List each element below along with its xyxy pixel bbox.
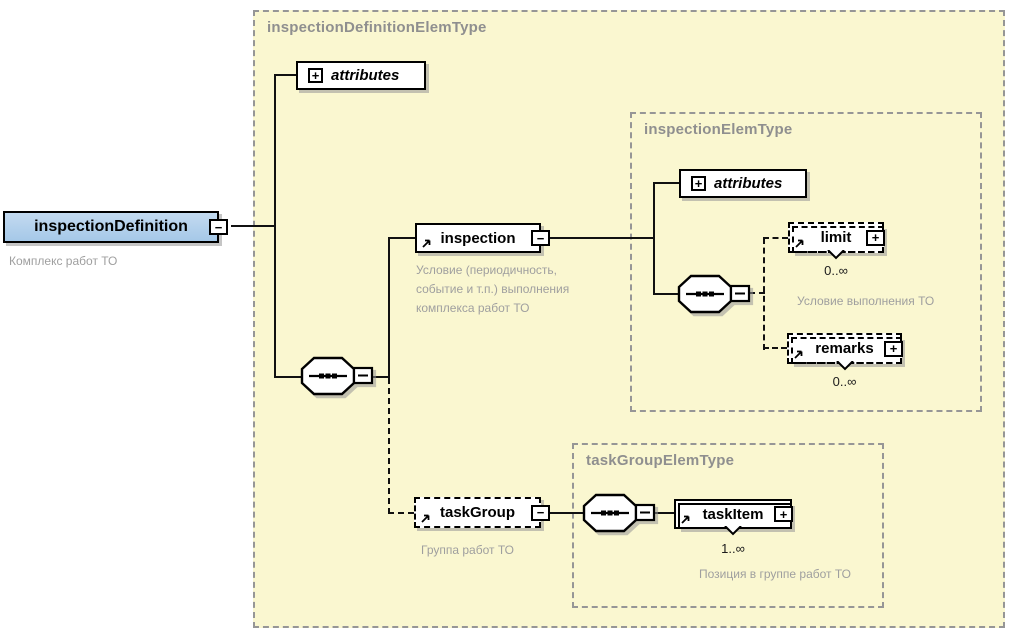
element-taskItem[interactable]: taskItem +: [674, 499, 793, 536]
element-inspection[interactable]: inspection −: [415, 223, 550, 253]
connector-line: [654, 512, 674, 514]
repeat-notch-icon: [835, 361, 854, 371]
collapse-toggle-icon[interactable]: −: [531, 504, 550, 521]
connector-line-optional: [749, 292, 765, 294]
container-inspectionElemType: inspectionElemType: [630, 112, 982, 412]
element-label: inspection: [440, 229, 516, 247]
element-annotation: Группа работ ТО: [421, 543, 514, 557]
container-title: taskGroupElemType: [586, 452, 735, 469]
element-remarks[interactable]: remarks +: [787, 333, 903, 371]
occurrence-label: 0..∞: [824, 263, 848, 278]
collapse-toggle-icon[interactable]: −: [209, 219, 228, 235]
attributes-box[interactable]: + attributes: [679, 169, 807, 198]
connector-line-optional: [763, 347, 787, 349]
sequence-icon[interactable]: [677, 274, 751, 319]
connector-line-optional: [388, 512, 414, 514]
reference-arrow-icon: [422, 239, 431, 248]
connector-line: [388, 237, 416, 239]
element-label: inspectionDefinition: [34, 218, 188, 235]
container-title: inspectionDefinitionElemType: [267, 19, 487, 36]
expand-toggle-icon[interactable]: +: [866, 229, 885, 246]
expand-toggle-icon[interactable]: +: [884, 340, 903, 357]
element-inspectionDefinition[interactable]: inspectionDefinition −: [3, 211, 228, 243]
sequence-icon[interactable]: [582, 493, 656, 538]
repeat-notch-icon: [827, 250, 845, 260]
reference-arrow-icon: [421, 514, 430, 523]
element-annotation: Позиция в группе работ ТО: [699, 567, 851, 581]
container-taskGroupElemType: taskGroupElemType: [572, 443, 884, 608]
connector-line-optional: [763, 238, 765, 350]
reference-arrow-icon: [681, 515, 690, 524]
element-annotation: Условие (периодичность, событие и т.п.) …: [416, 263, 570, 315]
element-label: remarks: [815, 340, 874, 357]
connector-line: [274, 376, 304, 378]
element-taskGroup[interactable]: taskGroup −: [414, 497, 550, 528]
expand-toggle-icon[interactable]: +: [774, 506, 793, 522]
reference-arrow-icon: [794, 350, 803, 359]
connector-line-optional: [388, 378, 390, 514]
element-annotation: Комплекс работ ТО: [9, 254, 118, 268]
occurrence-label: 0..∞: [832, 374, 857, 389]
connector-line-optional: [763, 237, 788, 239]
element-label: limit: [820, 229, 852, 246]
connector-line: [274, 74, 298, 76]
element-annotation: Условие выполнения ТО: [797, 294, 935, 308]
occurrence-label: 1..∞: [721, 541, 745, 556]
connector-line: [653, 183, 655, 295]
reference-arrow-icon: [795, 239, 804, 248]
connector-line: [548, 237, 655, 239]
connector-line: [372, 376, 390, 378]
container-title: inspectionElemType: [644, 121, 793, 138]
attributes-label: attributes: [331, 67, 400, 84]
repeat-notch-icon: [724, 526, 742, 536]
attributes-box[interactable]: + attributes: [296, 61, 426, 90]
attributes-label: attributes: [714, 175, 783, 192]
expand-icon[interactable]: +: [691, 176, 706, 191]
connector-line: [274, 74, 276, 378]
expand-icon[interactable]: +: [308, 68, 323, 83]
collapse-toggle-icon[interactable]: −: [531, 230, 550, 246]
connector-line: [653, 293, 679, 295]
connector-line: [653, 182, 679, 184]
connector-line: [231, 225, 276, 227]
connector-line: [549, 512, 584, 514]
element-label: taskItem: [702, 505, 764, 523]
sequence-icon[interactable]: [300, 356, 374, 401]
connector-line: [388, 238, 390, 378]
element-label: taskGroup: [439, 504, 515, 521]
element-limit[interactable]: limit +: [788, 222, 885, 260]
